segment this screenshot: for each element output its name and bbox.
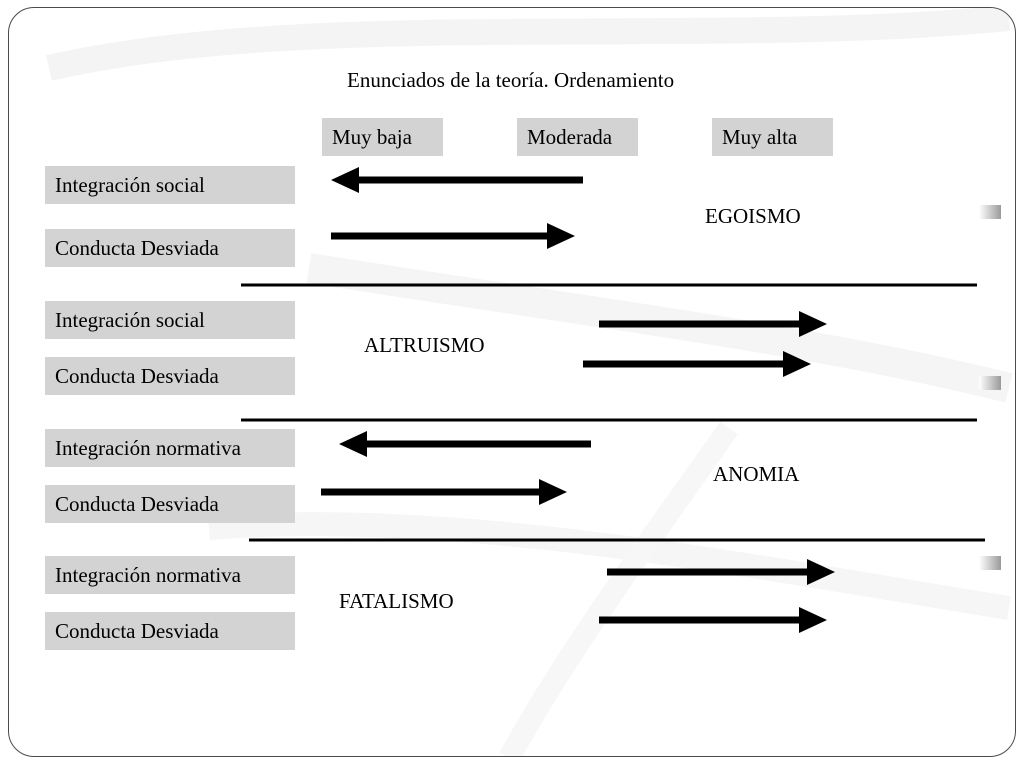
arrow-row-5-left: [339, 431, 591, 457]
arrow-row-4-right: [583, 351, 811, 377]
row-label-conducta-desviada-3: Conducta Desviada: [45, 485, 295, 523]
row-label-integracion-social-2: Integración social: [45, 301, 295, 339]
concept-altruismo: ALTRUISMO: [364, 333, 485, 357]
concept-anomia: ANOMIA: [713, 462, 800, 486]
concept-fatalismo: FATALISMO: [339, 589, 454, 613]
row-label-conducta-desviada-1: Conducta Desviada: [45, 229, 295, 267]
edge-shade-mark: [979, 376, 1001, 390]
slide-frame: Enunciados de la teoría. Ordenamiento Mu…: [8, 7, 1016, 757]
page-title: Enunciados de la teoría. Ordenamiento: [347, 68, 675, 92]
arrow-row-2-right: [331, 223, 575, 249]
arrow-row-7-right: [607, 559, 835, 585]
arrow-row-1-left: [331, 167, 583, 193]
scale-label-low: Muy baja: [322, 118, 443, 156]
edge-shade-mark: [979, 205, 1001, 219]
row-label-integracion-normativa-2: Integración normativa: [45, 556, 295, 594]
arrow-row-6-right: [321, 479, 567, 505]
row-label-integracion-social-1: Integración social: [45, 166, 295, 204]
concept-egoismo: EGOISMO: [705, 204, 801, 228]
row-label-conducta-desviada-2: Conducta Desviada: [45, 357, 295, 395]
scale-label-mid: Moderada: [517, 118, 638, 156]
row-label-conducta-desviada-4: Conducta Desviada: [45, 612, 295, 650]
row-label-integracion-normativa-1: Integración normativa: [45, 429, 295, 467]
edge-shade-mark: [979, 556, 1001, 570]
scale-label-high: Muy alta: [712, 118, 833, 156]
arrow-row-8-right: [599, 607, 827, 633]
arrow-row-3-right: [599, 311, 827, 337]
diagram-canvas: [241, 167, 985, 633]
